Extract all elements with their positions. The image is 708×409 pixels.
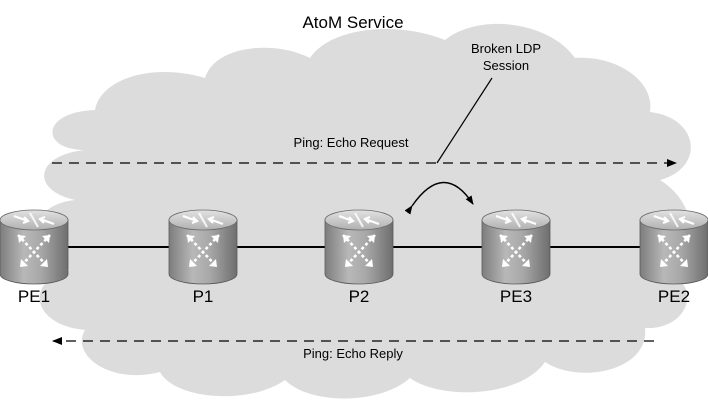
diagram-title: AtoM Service <box>302 13 403 32</box>
echo-reply-label: Ping: Echo Reply <box>303 346 403 361</box>
router-label-p2: P2 <box>349 287 370 306</box>
router-pe2[interactable]: PE2 <box>638 208 708 306</box>
router-icon <box>0 208 70 286</box>
router-label-pe1: PE1 <box>18 287 50 306</box>
broken-session-arrow <box>404 181 474 215</box>
router-label-pe3: PE3 <box>500 287 532 306</box>
router-pe3[interactable]: PE3 <box>480 208 552 306</box>
router-p2[interactable]: P2 <box>323 208 395 306</box>
echo-request-label: Ping: Echo Request <box>294 135 409 150</box>
annotation-line-2: Session <box>483 58 529 73</box>
router-icon <box>480 208 552 286</box>
router-label-p1: P1 <box>193 287 214 306</box>
router-icon <box>323 208 395 286</box>
annotation-line-1: Broken LDP <box>471 41 541 56</box>
router-label-pe2: PE2 <box>658 287 690 306</box>
router-icon <box>167 208 239 286</box>
router-p1[interactable]: P1 <box>167 208 239 306</box>
router-pe1[interactable]: PE1 <box>0 208 70 306</box>
router-icon <box>638 208 708 286</box>
annotation-pointer-line <box>436 77 493 164</box>
